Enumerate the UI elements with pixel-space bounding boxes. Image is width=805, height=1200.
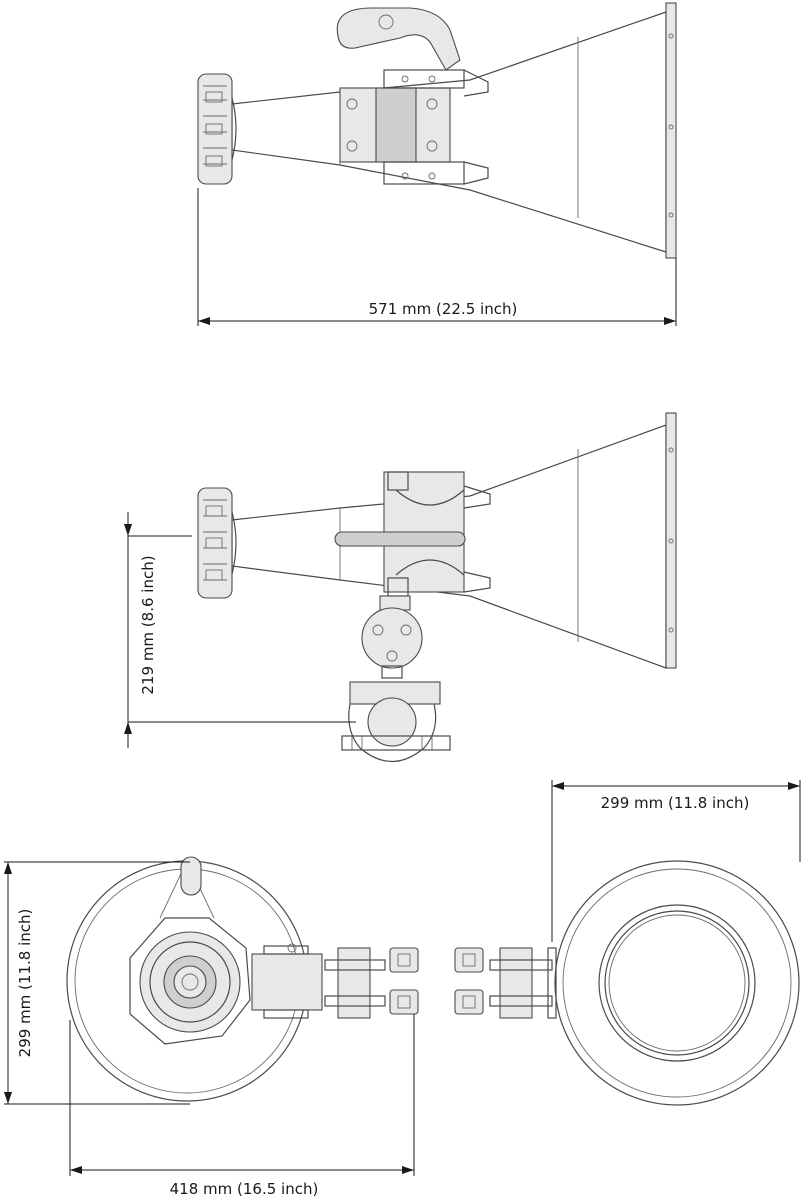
length-dimension-label: 571 mm (22.5 inch)	[369, 300, 518, 318]
top-handle	[180, 856, 202, 896]
front-octagon	[129, 917, 251, 1045]
horn-flange	[665, 2, 677, 259]
handle-bar	[334, 531, 466, 547]
driver-knob	[197, 73, 233, 185]
front-view	[4, 856, 419, 1176]
rear-rim	[554, 860, 800, 1106]
front-height-dimension-label: 299 mm (11.8 inch)	[16, 909, 34, 1058]
front-width-dimension-label: 418 mm (16.5 inch)	[170, 1180, 319, 1198]
pivot-knob	[361, 607, 423, 669]
adjustment-handle	[336, 7, 461, 71]
side-view-middle	[124, 412, 677, 762]
driver-knob-middle	[197, 487, 233, 599]
rear-view	[454, 780, 801, 1106]
side-bracket	[251, 953, 323, 1011]
rear-aperture-outer	[598, 904, 756, 1062]
rear-width-dimension-label: 299 mm (11.8 inch)	[601, 794, 750, 812]
height-offset-dimension-label: 219 mm (8.6 inch)	[139, 555, 157, 694]
side-view-top	[197, 2, 677, 326]
